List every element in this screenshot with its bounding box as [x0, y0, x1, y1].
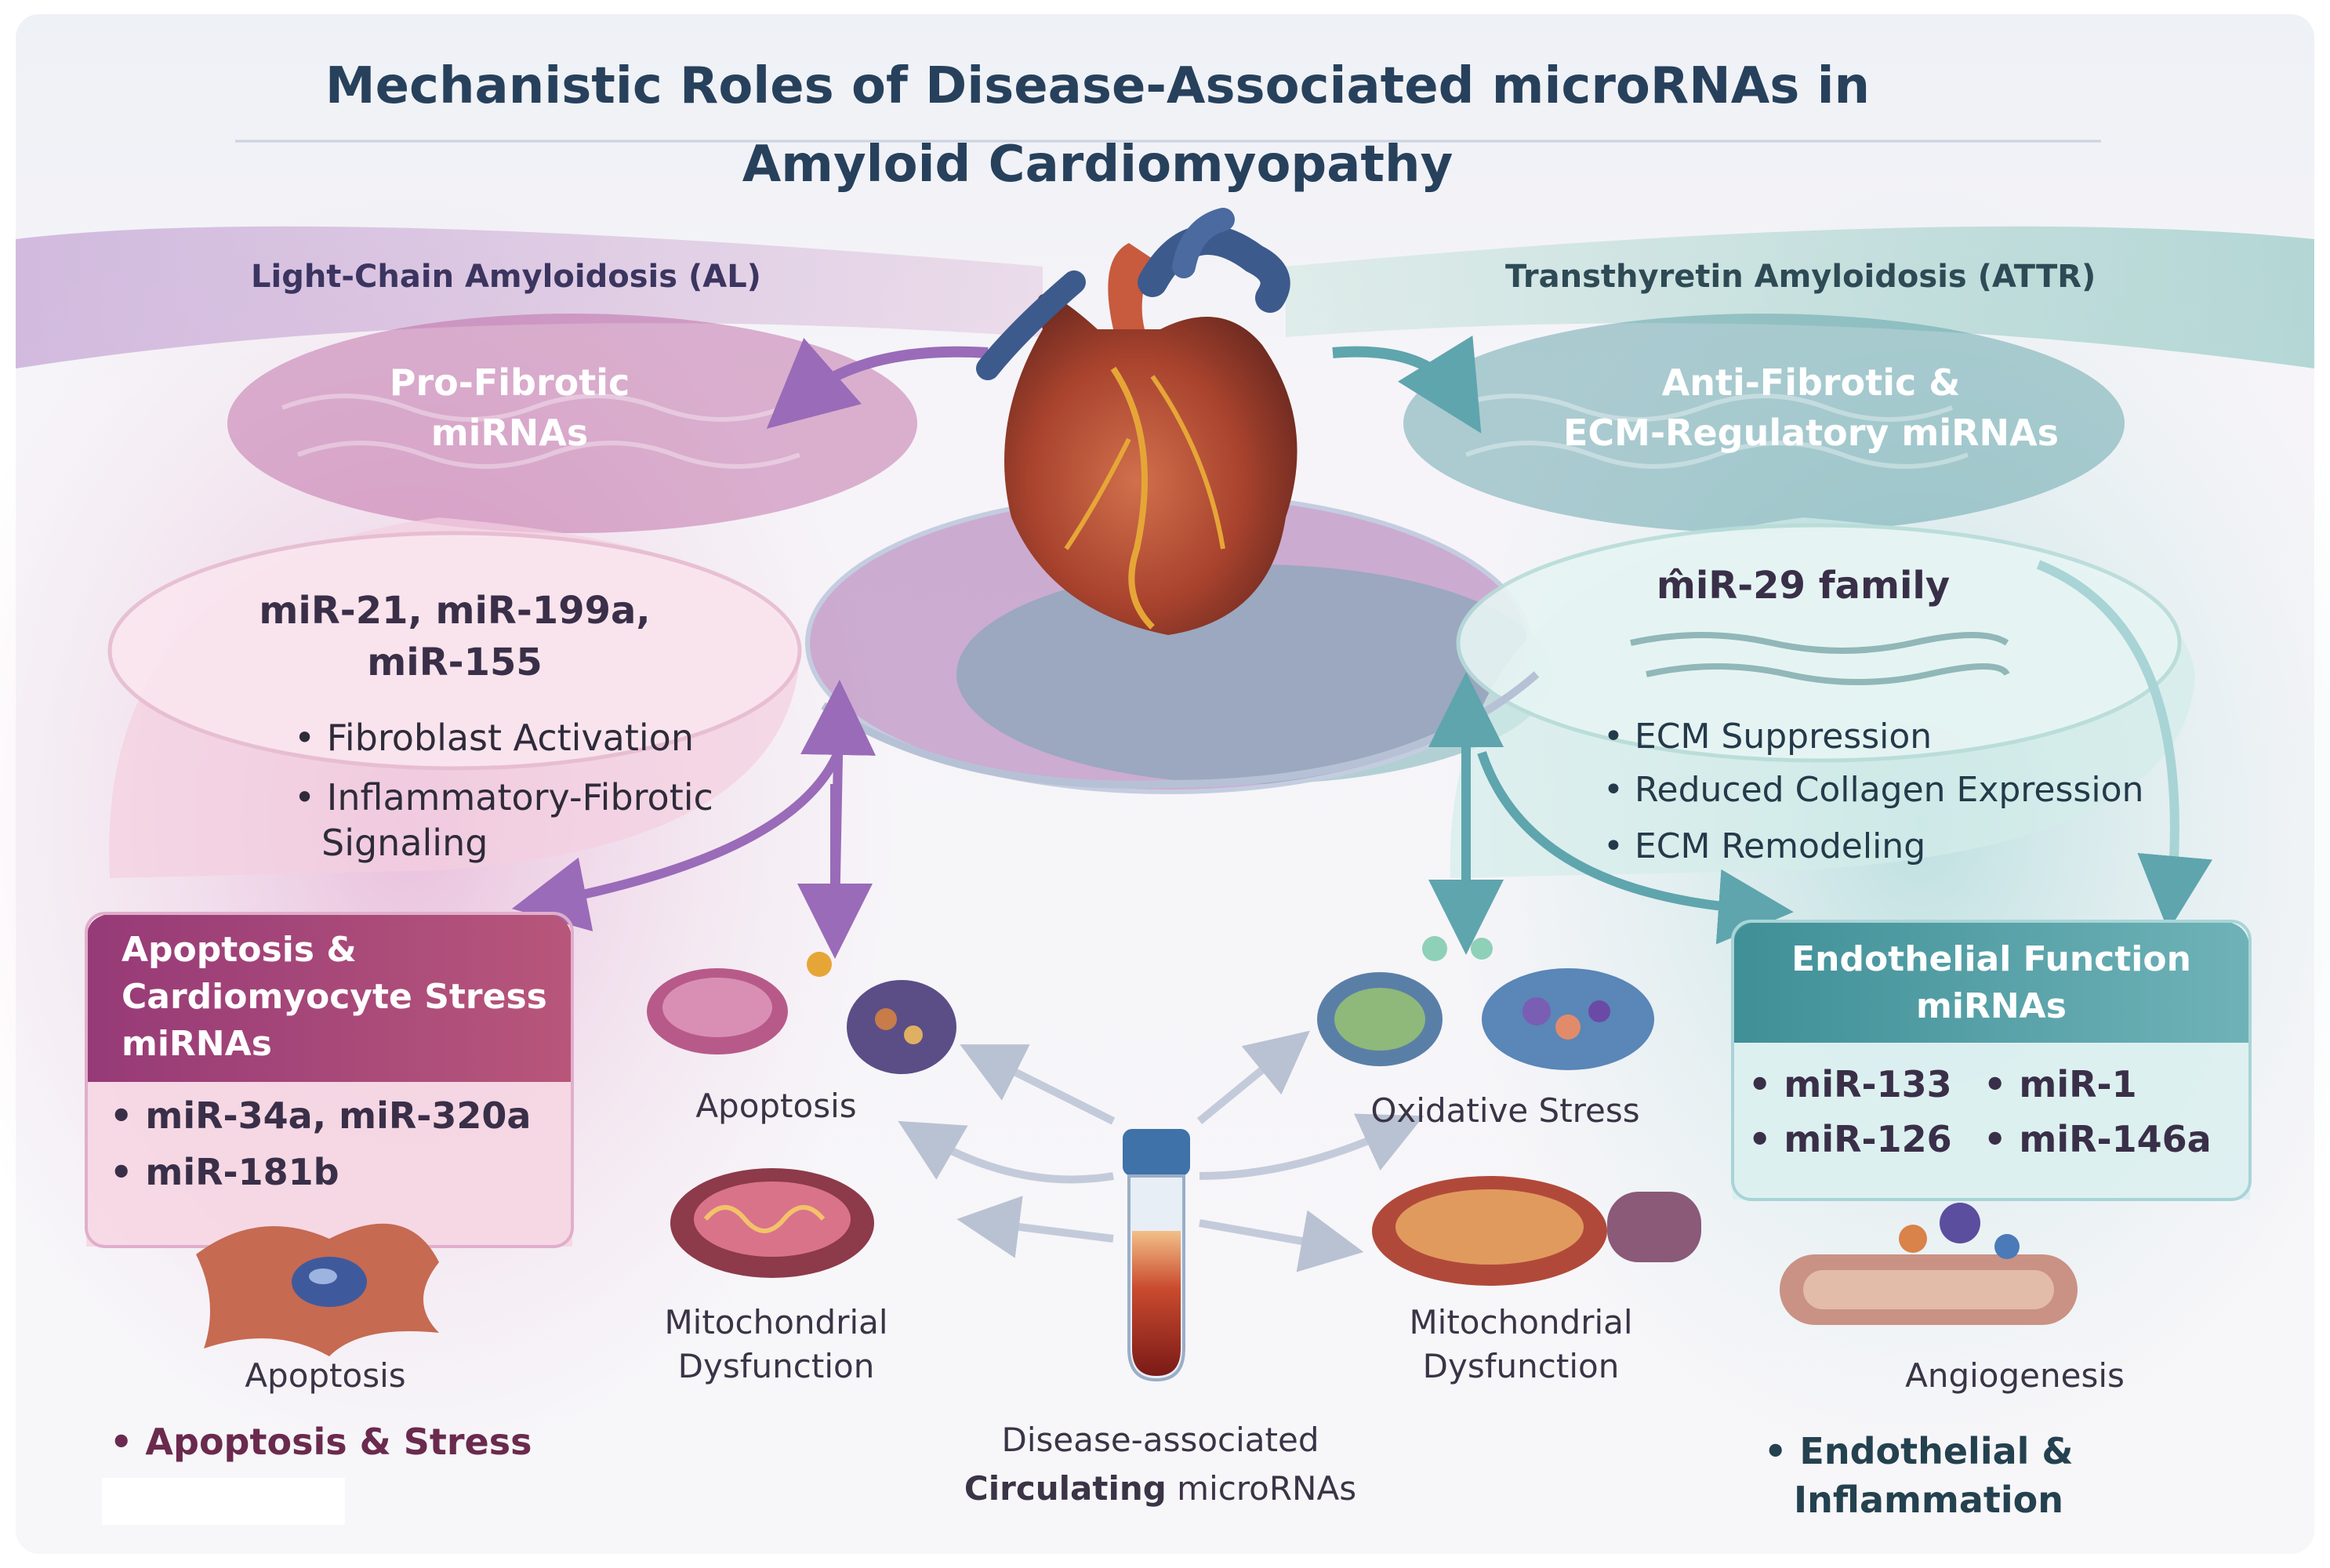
angiogenesis-label: Angiogenesis [1905, 1356, 2125, 1395]
right-mito-line2: Dysfunction [1422, 1347, 1620, 1385]
endothelial-mirna-1: • miR-1 [1983, 1063, 2137, 1105]
central-tissue [808, 494, 1529, 792]
blood-tube-illustration [1123, 1129, 1190, 1382]
apoptosis-box-title-line1: Apoptosis & [122, 930, 357, 970]
mitochondria-left-illustration [670, 1168, 874, 1278]
pro-fibrotic-label-line2: miRNAs [430, 412, 589, 454]
al-mirna-list-line1: miR-21, miR-199a, [259, 589, 651, 633]
page-title-line2: Amyloid Cardiomyopathy [742, 136, 1454, 194]
attr-header: Transthyretin Amyloidosis (ATTR) [1505, 259, 2096, 295]
al-bullet-inflammatory: • Inflammatory-Fibrotic [294, 776, 713, 818]
attr-header-band [1286, 226, 2314, 368]
anti-fibrotic-label-line2: ECM-Regulatory miRNAs [1562, 412, 2060, 454]
arrow-right-outer [2036, 560, 2213, 931]
pro-fibrotic-label-line1: Pro-Fibrotic [389, 361, 630, 404]
pro-fibrotic-tissue [227, 314, 917, 533]
endothelial-mirna-126: • miR-126 [1748, 1118, 1952, 1160]
al-footer: • Apoptosis & Stress [110, 1421, 532, 1463]
center-apoptosis-label: Apoptosis [695, 1087, 857, 1125]
apoptosis-organelles-illustration [647, 952, 956, 1074]
anti-fibrotic-label-line1: Anti-Fibrotic & [1661, 361, 1961, 404]
apoptosis-box-header [86, 913, 572, 1082]
center-mito-left-line1: Mitochondrial [664, 1303, 888, 1341]
mir29-family-label: m̂iR-29 family [1656, 564, 1951, 608]
page-title-line1: Mechanistic Roles of Disease-Associated … [325, 57, 1871, 115]
tube-label-rest: microRNAs [1166, 1469, 1357, 1508]
arrow-to-attr [1332, 335, 1482, 434]
endothelial-vessels-illustration [1780, 1203, 2078, 1325]
cardiomyocyte-apoptosis-label: Apoptosis [245, 1356, 406, 1395]
attr-footer-line1: • Endothelial & [1764, 1430, 2074, 1472]
arrow-to-al [766, 337, 989, 429]
al-bullet-fibroblast: • Fibroblast Activation [294, 717, 694, 759]
attr-footer-line2: Inflammation [1794, 1479, 2064, 1521]
heart-illustration [976, 208, 1297, 635]
al-mirna-list-line2: miR-155 [367, 641, 543, 684]
mitochondria-right-illustration [1372, 1176, 1701, 1286]
tube-label-bold: Circulating [964, 1469, 1167, 1508]
arrow-to-endothelial-box [1477, 751, 1794, 945]
attr-bullet-ecm-remodeling: • ECM Remodeling [1603, 826, 1926, 866]
attr-bullet-collagen: • Reduced Collagen Expression [1603, 770, 2144, 810]
endothelial-box-body [1733, 1043, 2250, 1200]
al-bullet-signaling: Signaling [321, 822, 488, 864]
right-mito-line1: Mitochondrial [1409, 1303, 1633, 1341]
footer-white-band [102, 1478, 345, 1525]
al-header-band [16, 226, 1043, 368]
endothelial-mirna-133: • miR-133 [1748, 1063, 1952, 1105]
endothelial-box-title-line1: Endothelial Function [1791, 939, 2191, 979]
al-header: Light-Chain Amyloidosis (AL) [251, 259, 761, 295]
attr-bullet-ecm-suppression: • ECM Suppression [1603, 717, 1933, 757]
apoptosis-mirna-1: • miR-34a, miR-320a [110, 1094, 532, 1137]
endothelial-mirna-146a: • miR-146a [1983, 1118, 2212, 1160]
oxidative-organelles-illustration [1317, 936, 1654, 1070]
anti-fibrotic-tissue [1403, 314, 2125, 533]
endothelial-box-title-line2: miRNAs [1916, 986, 2067, 1026]
apoptosis-box-title-line2: Cardiomyocyte Stress [122, 977, 547, 1017]
cardiomyocyte-illustration [196, 1223, 439, 1356]
tube-label-line1: Disease-associated [1001, 1421, 1319, 1459]
oxidative-stress-label: Oxidative Stress [1370, 1091, 1640, 1130]
apoptosis-mirna-2: • miR-181b [110, 1151, 339, 1193]
tube-label-line2: Circulating microRNAs [862, 1468, 1458, 1510]
center-mito-left-line2: Dysfunction [677, 1347, 875, 1385]
apoptosis-box-body [86, 1082, 572, 1247]
endothelial-box-header [1733, 921, 2250, 1043]
apoptosis-box-title-line3: miRNAs [122, 1024, 272, 1064]
